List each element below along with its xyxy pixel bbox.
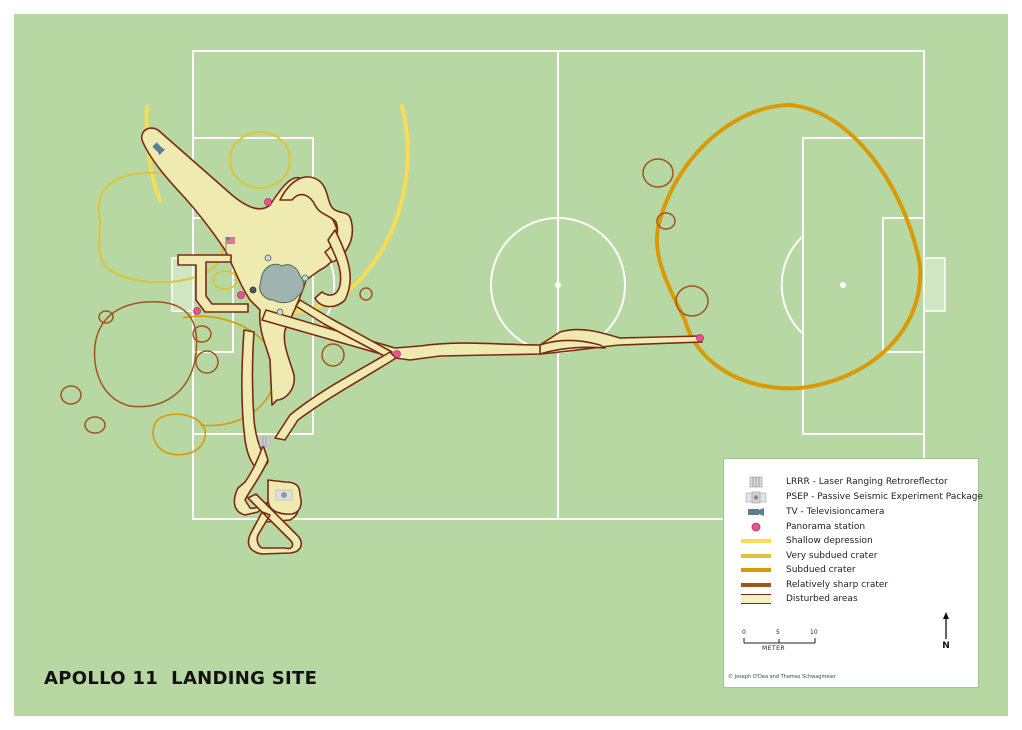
legend-item-tv: TV - Televisioncamera xyxy=(724,505,978,519)
legend-item-psep: PSEP - Passive Seismic Experiment Packag… xyxy=(724,490,983,504)
scale-tick-0: 0 xyxy=(742,629,746,636)
legend-label: PSEP - Passive Seismic Experiment Packag… xyxy=(786,492,984,502)
panorama-stations xyxy=(193,198,704,358)
legend-item-very-subdued: Very subdued crater xyxy=(724,549,978,563)
tv-camera-icon xyxy=(738,505,774,519)
legend-label: TV - Televisioncamera xyxy=(786,507,885,517)
legend-item-disturbed: Disturbed areas xyxy=(724,592,978,606)
lrrr-icon xyxy=(259,436,271,447)
legend-item-sharp: Relatively sharp crater xyxy=(724,578,978,592)
legend-item-subdued: Subdued crater xyxy=(724,563,978,577)
very-subdued-crater-line xyxy=(741,554,771,558)
legend-label: Relatively sharp crater xyxy=(786,580,889,590)
disturbed-areas-swatch xyxy=(741,594,771,604)
legend-item-shallow-depression: Shallow depression xyxy=(724,534,978,548)
scale-line xyxy=(743,638,816,644)
map-title: APOLLO 11 LANDING SITE xyxy=(44,668,318,689)
north-arrow: N xyxy=(938,611,954,655)
relatively-sharp-craters xyxy=(60,158,709,434)
legend: LRRR - Laser Ranging Retroreflector PSEP… xyxy=(723,458,983,688)
legend-label: Subdued crater xyxy=(786,565,856,575)
panorama-station-icon xyxy=(738,520,774,534)
legend-item-panorama: Panorama station xyxy=(724,520,978,534)
goal-left xyxy=(171,257,194,312)
penalty-spot-right xyxy=(840,282,846,288)
landing-site-map xyxy=(60,50,946,555)
legend-label: Very subdued crater xyxy=(786,551,878,561)
credit-text: © Joseph O'Dea and Thomas Schwagmeier xyxy=(728,674,836,680)
disturbed-areas xyxy=(140,127,703,555)
center-spot xyxy=(555,282,561,288)
scale-unit: METER xyxy=(762,645,786,652)
tv-camera-icon xyxy=(152,142,166,156)
legend-label: Shallow depression xyxy=(786,536,873,546)
shallow-depression-line xyxy=(741,539,771,543)
legend-label: LRRR - Laser Ranging Retroreflector xyxy=(786,477,948,487)
map-frame xyxy=(14,14,1008,716)
legend-label: Panorama station xyxy=(786,522,866,532)
psep-icon xyxy=(738,490,774,504)
subdued-craters xyxy=(654,102,923,391)
relatively-sharp-crater-line xyxy=(741,583,771,587)
scale-tick-5: 5 xyxy=(776,629,780,636)
lunar-module xyxy=(249,254,309,316)
us-flag-icon xyxy=(225,237,235,252)
subdued-crater-line xyxy=(741,568,771,572)
scale-tick-10: 10 xyxy=(810,629,818,636)
legend-label: Disturbed areas xyxy=(786,594,858,604)
psep-icon xyxy=(275,489,293,501)
lrrr-icon xyxy=(738,475,774,489)
north-label: N xyxy=(942,641,950,651)
goal-right xyxy=(923,257,946,312)
north-arrow-icon xyxy=(943,612,949,639)
scale-bar: 0 5 10 METER xyxy=(742,629,822,655)
legend-item-lrrr: LRRR - Laser Ranging Retroreflector xyxy=(724,475,978,489)
